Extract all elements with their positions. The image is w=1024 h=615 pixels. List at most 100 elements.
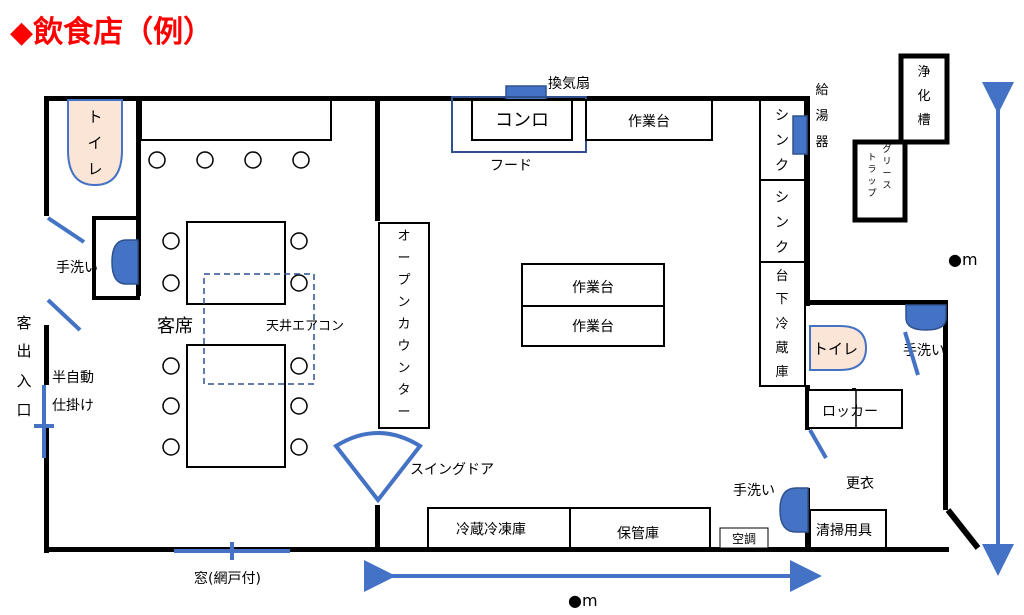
cleaning-tools-label: 清掃用具 [816,522,872,539]
septic-tank-label: 浄 化 槽 [917,65,930,128]
water-heater-icon [792,115,808,155]
svg-text:グ: グ [882,143,891,155]
grease-trap-label: ト ラ ッ プ グ リ ー ス [867,143,891,199]
cleaning-tools [809,509,887,549]
open-counter-label: オ ー プ ン カ ウ ン タ ー [397,229,410,420]
water-heater-label: 給 湯 器 [815,83,828,150]
svg-text:ク: ク [775,158,789,174]
svg-text:ー: ー [882,169,891,179]
svg-text:器: 器 [815,135,828,150]
width-dimension-label: ●m [568,591,598,610]
page-title: ◆飲食店（例） [10,15,213,50]
ceiling-ac-outline [203,273,315,385]
fridge-freezer-label: 冷蔵冷凍庫 [456,521,526,538]
toilet-right-label: トイレ [813,340,858,358]
window-label: 窓(網戸付) [194,570,261,587]
handwash-left-label: 手洗い [56,260,98,276]
swing-door-icon [333,431,423,504]
work-table-top [585,99,713,141]
toilet-right-icon [809,325,868,371]
air-conditioner-label: 空調 [732,532,756,546]
svg-text:化: 化 [917,89,930,104]
toilet-left-char-3: レ [87,160,102,178]
table-chairs [162,232,308,456]
under-counter-fridge-label: 台 下 冷 蔵 庫 [775,269,788,380]
table-1 [186,221,286,305]
handwash-bottom-icon [779,487,809,533]
work-table-center-1-label: 作業台 [572,280,614,296]
svg-text:ー: ー [397,405,410,420]
counter-top-left [140,99,332,141]
svg-text:ン: ン [775,215,789,231]
svg-text:ラ: ラ [867,164,876,175]
counter-stools [148,151,310,169]
storage [569,507,711,549]
sink-2-label: シ ン ク [775,190,789,256]
entrance-label-char-3: 入 [16,372,31,390]
svg-text:ー: ー [397,251,410,266]
locker [807,389,903,429]
svg-text:シ: シ [775,108,789,124]
hood-label: フード [490,158,532,174]
svg-text:ク: ク [775,240,789,256]
svg-text:庫: 庫 [775,365,788,380]
customer-seats-label: 客席 [157,316,193,337]
fridge-freezer [427,507,571,549]
locker-label: ロッカー [822,404,878,420]
svg-text:カ: カ [397,317,410,332]
svg-text:給: 給 [815,83,828,98]
svg-text:シ: シ [775,190,789,206]
handwash-right-icon [905,304,947,331]
stove-label: コンロ [495,110,549,131]
stove [471,99,573,141]
svg-text:ン: ン [397,295,410,310]
work-table-center-1 [521,263,665,307]
handwash-left-icon [111,239,139,285]
svg-text:下: 下 [775,292,788,307]
septic-tank [898,53,950,145]
grease-trap [852,139,908,223]
storage-label: 保管庫 [617,525,659,542]
svg-text:蔵: 蔵 [775,341,788,356]
sink-1-label: シ ン ク [775,108,789,174]
door-line-left-2 [46,298,82,332]
svg-text:プ: プ [867,188,876,199]
swing-door-label: スイングドア [410,462,494,478]
handwash-bottom-label: 手洗い [733,483,775,499]
toilet-left-char-1: ト [87,108,102,126]
svg-text:ウ: ウ [397,339,410,354]
toilet-left-char-2: イ [87,134,102,152]
svg-text:タ: タ [397,383,410,398]
open-counter [378,222,430,429]
work-table-center-2-label: 作業台 [572,319,614,335]
svg-text:ス: ス [882,181,891,191]
door-line-right [903,331,920,376]
svg-text:浄: 浄 [917,65,930,80]
svg-text:ト: ト [867,153,876,163]
entrance-label-char-1: 客 [16,314,31,332]
svg-text:ン: ン [775,133,789,149]
under-counter-fridge [759,261,806,387]
changing-room-label: 更衣 [846,476,874,492]
semi-auto-label-1: 半自動 [52,370,94,386]
air-conditioner [719,527,769,549]
work-table-top-label: 作業台 [628,114,670,130]
svg-text:湯: 湯 [815,109,828,124]
table-2 [186,344,286,468]
work-table-center-2 [521,305,665,347]
svg-text:台: 台 [775,269,788,284]
door-line-locker [808,429,828,459]
svg-text:オ: オ [397,229,410,244]
entrance-label-char-4: 口 [16,401,31,419]
entrance-label-char-2: 出 [16,342,31,360]
ventilation-fan-label: 換気扇 [548,76,590,92]
height-dimension-label: ●m [948,250,978,269]
svg-text:リ: リ [882,157,891,167]
svg-text:ン: ン [397,361,410,376]
door-line-left-1 [46,216,86,244]
svg-text:冷: 冷 [775,317,788,332]
ceiling-ac-label: 天井エアコン [266,319,344,334]
toilet-left-icon [67,99,123,187]
semi-auto-label-2: 仕掛け [52,398,94,414]
svg-text:槽: 槽 [917,113,930,128]
